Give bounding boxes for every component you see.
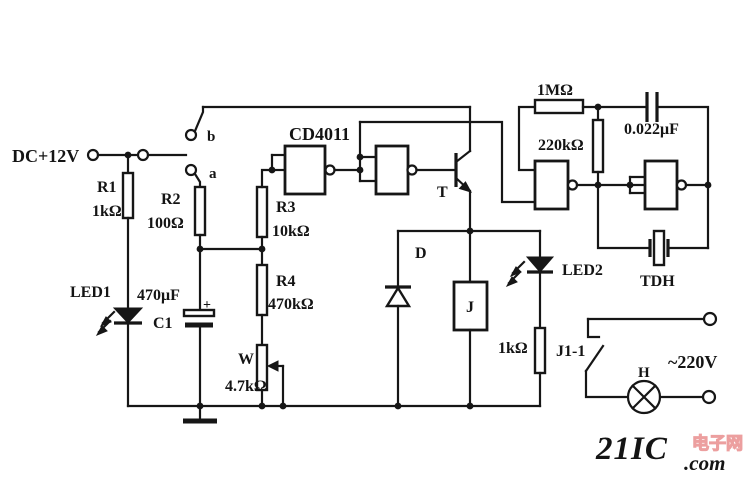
w-label: W	[238, 351, 254, 368]
dc-inner-terminal	[136, 148, 150, 162]
led2-ray-arrowhead	[509, 266, 522, 277]
osc-feedback-wire	[517, 105, 537, 172]
ac-terminal	[701, 389, 717, 405]
contact-label: J1-1	[556, 343, 585, 360]
watermark-domain: .com	[684, 451, 725, 475]
transistor-emitter-arrow	[458, 181, 473, 193]
wire-b-riser	[193, 105, 205, 133]
junction-dot	[704, 181, 712, 189]
wire	[584, 369, 630, 399]
contact-arm	[584, 344, 605, 373]
nand-gate-2	[374, 144, 410, 196]
led1-diode	[112, 307, 144, 324]
r3-value: 10kΩ	[272, 223, 310, 240]
r3-label: R3	[276, 199, 296, 216]
wire	[657, 105, 710, 250]
c2-value: 0.022μF	[624, 121, 679, 138]
oscillator-gating-wire	[358, 120, 537, 204]
nand-gate-1	[283, 144, 327, 196]
r4-value: 470kΩ	[268, 296, 314, 313]
gate4-output-bubble	[675, 179, 688, 191]
led1-ray-arrowhead	[95, 325, 108, 336]
contact-fixed	[586, 317, 601, 339]
watermark-brand: 21IC	[595, 431, 668, 467]
transistor-label: T	[437, 184, 448, 201]
switch-a-label: a	[209, 166, 217, 182]
switch-b-label: b	[207, 129, 215, 145]
r1-resistor	[121, 171, 135, 220]
c1-label: C1	[153, 315, 173, 332]
r5-value: 1kΩ	[498, 340, 528, 357]
c1-polarity: +	[203, 298, 211, 313]
diode-triangle	[384, 285, 412, 308]
led1-label: LED1	[70, 284, 111, 301]
diode-label: D	[415, 245, 427, 262]
dc-power-label: DC+12V	[12, 146, 79, 166]
ic-label: CD4011	[289, 124, 350, 144]
buzzer-crystal	[652, 229, 666, 267]
gate1-output-bubble	[324, 164, 336, 176]
c1-capacitor-plus-plate	[182, 308, 216, 318]
r7-resistor	[591, 118, 605, 174]
r1-label: R1	[97, 179, 117, 196]
r2-resistor	[193, 185, 207, 237]
r7-value: 220kΩ	[538, 137, 584, 154]
led2-ray-arrowhead	[505, 276, 518, 287]
led2-diode	[525, 256, 555, 273]
wire	[596, 183, 652, 250]
r2-value: 100Ω	[147, 215, 184, 232]
r4-resistor	[255, 263, 269, 317]
w-value: 4.7kΩ	[225, 378, 267, 395]
transistor-collector	[454, 149, 472, 164]
switch-contact-a	[184, 163, 198, 177]
watermark-site-cn: 电子网	[692, 433, 743, 453]
relay-label: J	[466, 299, 474, 316]
r5-resistor	[533, 326, 547, 375]
r3-resistor	[255, 185, 269, 239]
r6-resistor	[533, 98, 585, 115]
relay-coil	[452, 280, 489, 332]
ac-voltage-label: ~220V	[668, 352, 717, 372]
r1-value: 1kΩ	[92, 203, 122, 220]
buzzer-label: TDH	[640, 273, 675, 290]
ac-terminal	[702, 311, 718, 327]
nand-gate-3	[533, 159, 570, 211]
r2-label: R2	[161, 191, 181, 208]
lamp-cross	[631, 384, 657, 410]
gate2-output-bubble	[406, 164, 418, 176]
nand-gate-4	[643, 159, 679, 211]
lamp-label: H	[638, 365, 650, 381]
gate3-output-bubble	[566, 179, 579, 191]
r6-value: 1MΩ	[537, 82, 573, 99]
dc-input-terminal	[86, 148, 100, 162]
w-wiper-arrow	[266, 360, 279, 372]
r4-label: R4	[276, 273, 296, 290]
c1-value: 470μF	[137, 287, 180, 304]
switch-contact-b	[184, 128, 198, 142]
led2-label: LED2	[562, 262, 603, 279]
wire-a-drop	[193, 172, 202, 189]
